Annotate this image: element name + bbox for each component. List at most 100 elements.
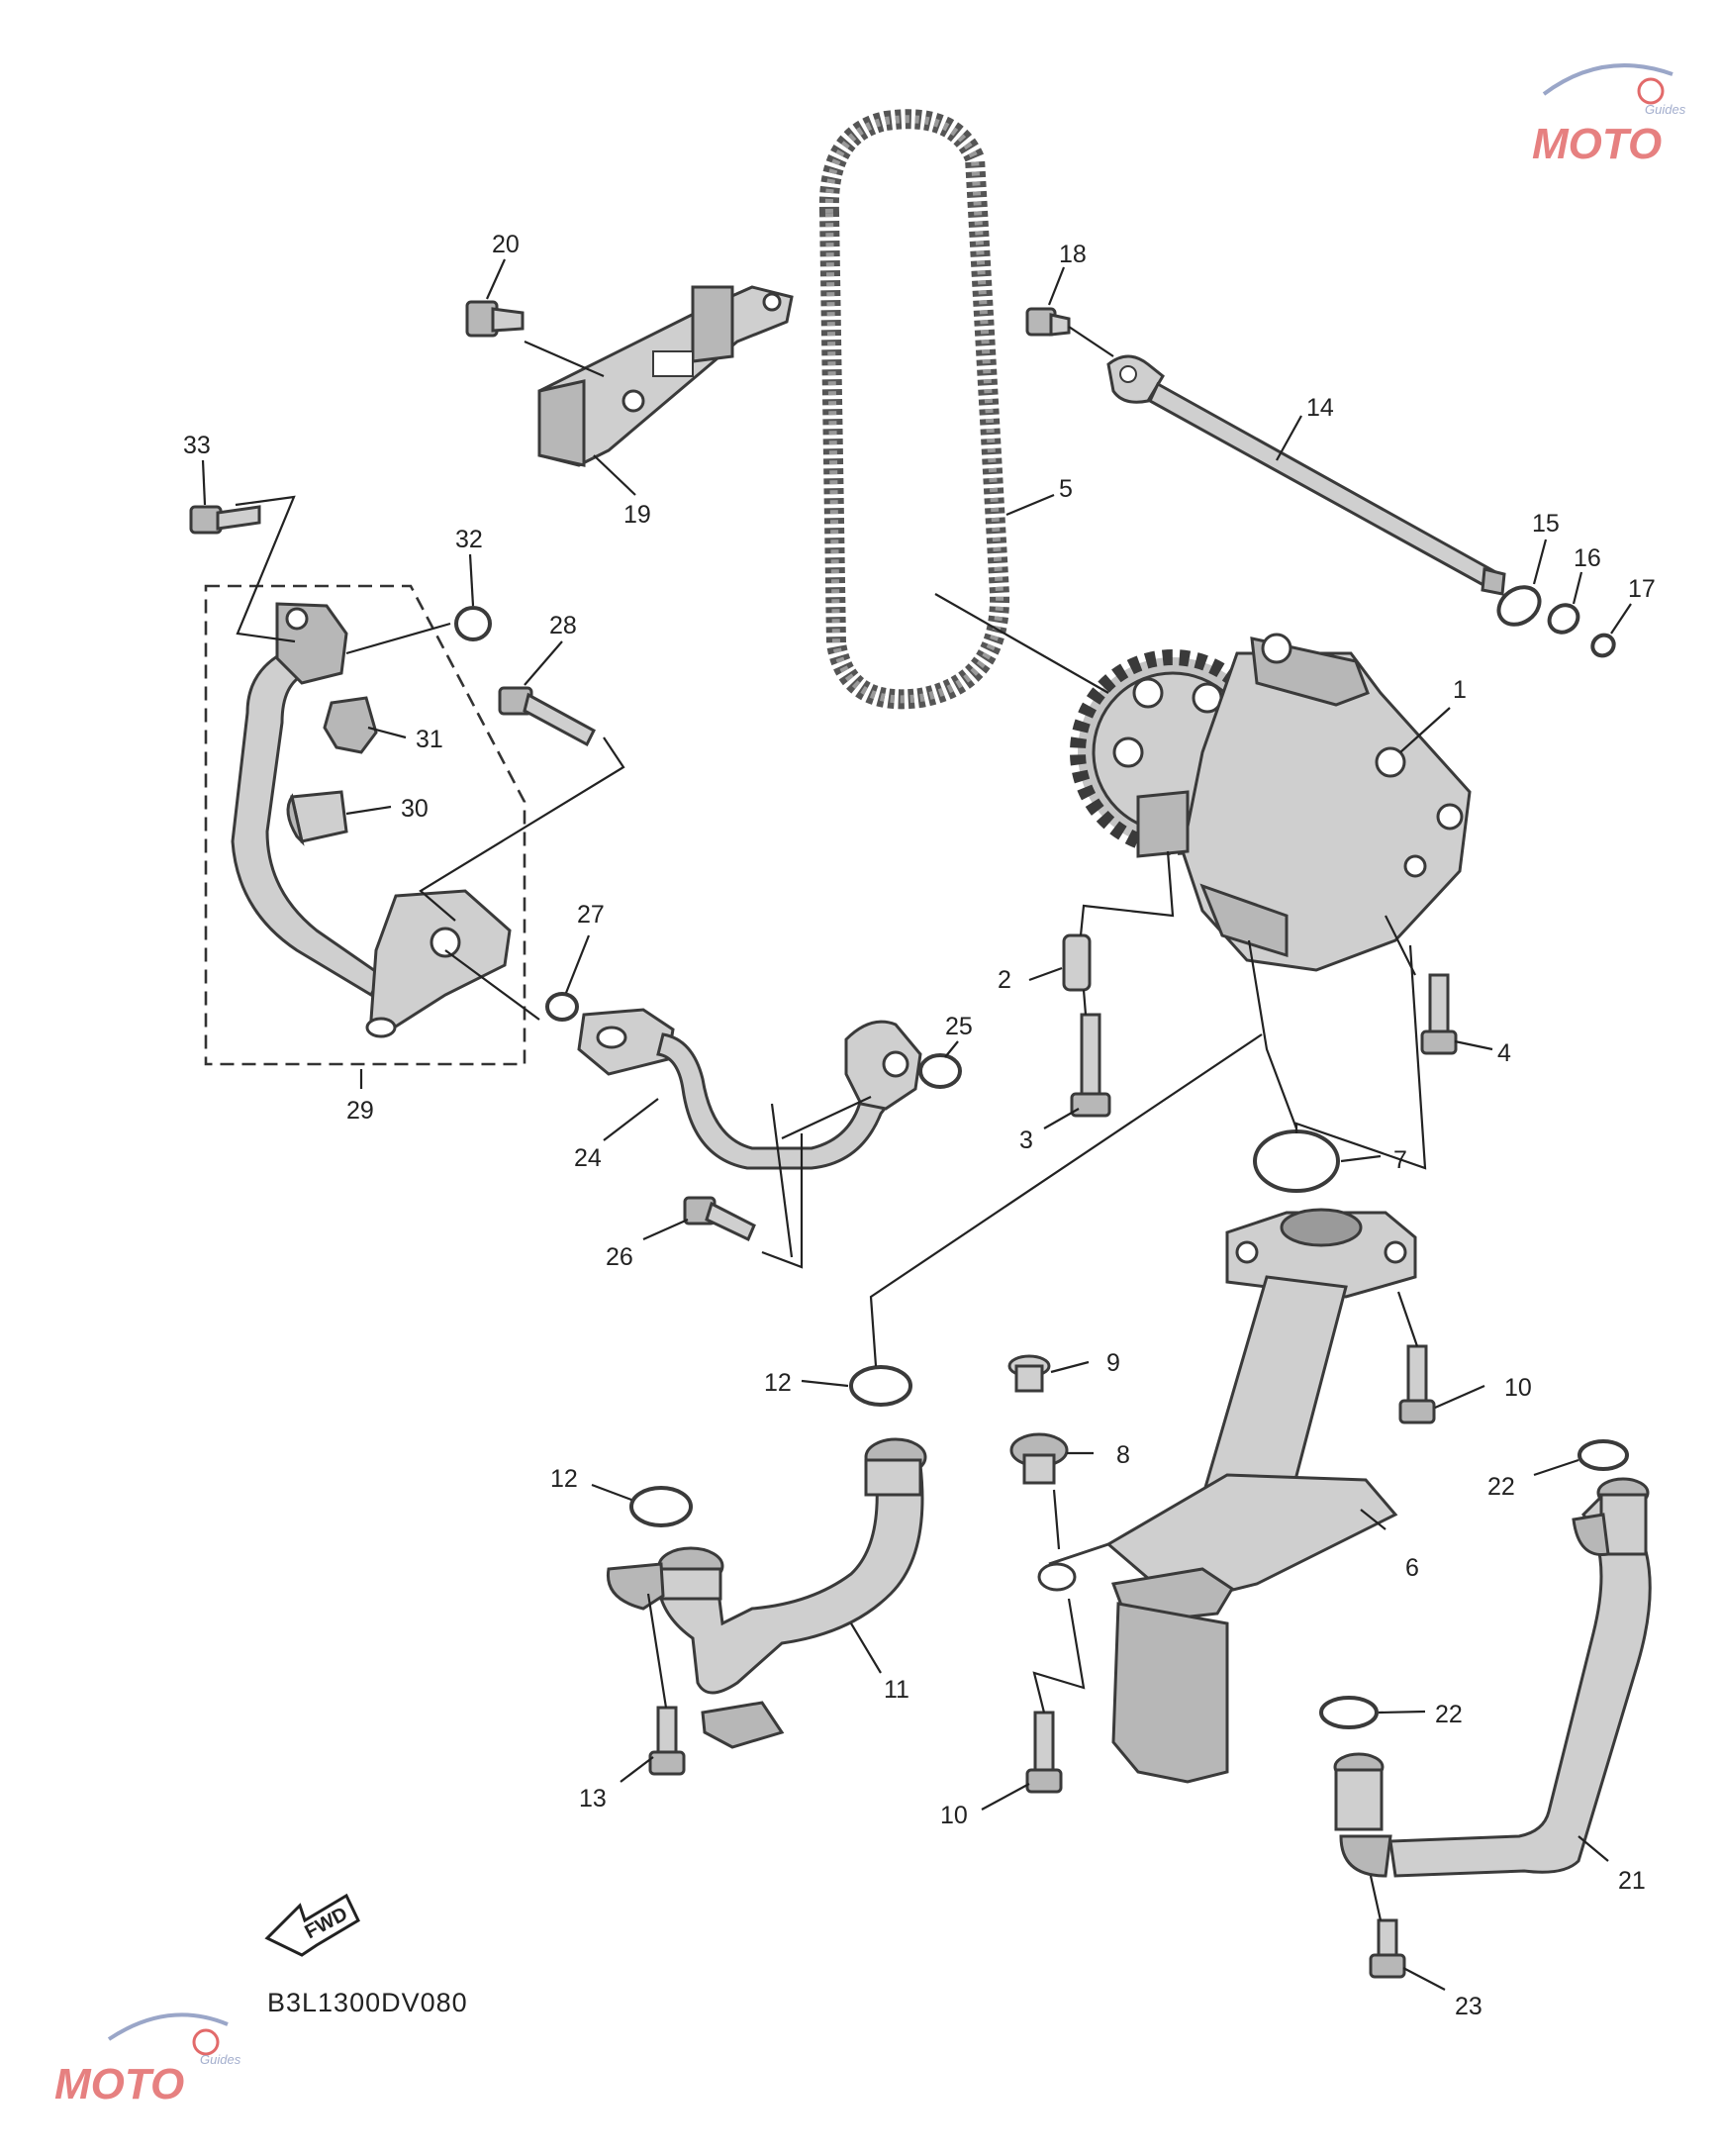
callout-12-upper: 12 (764, 1369, 849, 1397)
part-rings-25-27 (545, 992, 962, 1089)
part-bolt-10-upper (1398, 1344, 1436, 1424)
connector-lines (235, 326, 1427, 1921)
part-oil-strainer (1037, 1208, 1417, 1784)
callout-28: 28 (524, 612, 577, 686)
callout-22-upper: 22 (1487, 1458, 1579, 1501)
callout-24: 24 (574, 1098, 659, 1172)
callout-19: 19 (593, 454, 651, 529)
callout-17: 17 (1610, 575, 1656, 635)
part-dowel-2 (1062, 933, 1092, 992)
callout-10-right: 10 (1434, 1374, 1532, 1410)
callout-31: 31 (367, 726, 443, 753)
callout-5: 5 (1005, 475, 1073, 517)
callout-2: 2 (998, 966, 1063, 994)
part-bolt-23 (1369, 1918, 1406, 1979)
watermark-bottom-left: MOTO Guides (54, 2012, 241, 2108)
part-bolt-33 (189, 505, 261, 535)
callout-12-lower: 12 (550, 1465, 632, 1502)
part-ring-32 (454, 606, 492, 641)
callout-33: 33 (183, 432, 211, 506)
callout-label: 11 (884, 1676, 909, 1704)
callout-label: 23 (1455, 1993, 1482, 2020)
callout-7: 7 (1340, 1146, 1407, 1174)
callout-label: 24 (574, 1144, 602, 1172)
callout-8: 8 (1067, 1441, 1130, 1469)
part-bracket (537, 285, 794, 467)
watermark-brand-2: MOTO (54, 2060, 184, 2108)
callout-20: 20 (485, 231, 520, 300)
diagram-code: B3L1300DV080 (267, 1988, 468, 2017)
callout-label: 9 (1106, 1349, 1120, 1377)
callout-label: 18 (1059, 241, 1087, 268)
callout-30: 30 (345, 795, 429, 823)
part-clamp-30 (286, 790, 348, 846)
callout-3: 3 (1019, 1108, 1080, 1154)
part-drive-chain (818, 109, 1010, 710)
callout-label: 20 (492, 231, 520, 258)
callout-26: 26 (606, 1218, 689, 1271)
callout-label: 30 (401, 795, 429, 823)
callout-label: 8 (1116, 1441, 1130, 1469)
watermark-brand: MOTO (1532, 120, 1662, 168)
callout-21: 21 (1578, 1835, 1646, 1895)
callout-29: 29 (346, 1069, 374, 1125)
part-bolt-13 (648, 1706, 686, 1776)
part-damper-31 (323, 696, 378, 754)
part-bolt-20 (465, 300, 525, 338)
part-o-rings-12 (629, 1365, 912, 1527)
callout-label: 21 (1618, 1867, 1646, 1895)
callout-22-lower: 22 (1378, 1701, 1463, 1728)
part-oil-pipe-24 (577, 1008, 922, 1170)
callout-16: 16 (1572, 544, 1601, 605)
callout-label: 22 (1435, 1701, 1463, 1728)
part-oil-pipe-21 (1333, 1477, 1652, 1878)
callout-label: 14 (1306, 394, 1334, 422)
part-bolt-4 (1420, 973, 1458, 1055)
callout-label: 12 (550, 1465, 578, 1493)
callout-label: 19 (623, 501, 651, 529)
callout-label: 5 (1059, 475, 1073, 503)
callout-1: 1 (1399, 676, 1467, 753)
callout-11: 11 (850, 1622, 909, 1704)
callout-label: 12 (764, 1369, 792, 1397)
part-delivery-pipe (1106, 354, 1506, 596)
part-collar-8 (1009, 1432, 1069, 1485)
callout-15: 15 (1532, 510, 1560, 585)
callout-label: 22 (1487, 1473, 1515, 1501)
part-rings-15-17 (1496, 585, 1616, 658)
callout-label: 2 (998, 966, 1011, 994)
callout-25: 25 (944, 1013, 973, 1058)
watermark-top-right: MOTO Guides (1532, 63, 1686, 168)
part-bolt-28 (498, 686, 596, 747)
part-oil-pipe-11 (606, 1437, 927, 1749)
watermark-sub-2: Guides (200, 2052, 241, 2067)
part-o-ring-7 (1253, 1129, 1340, 1193)
callout-label: 4 (1497, 1039, 1511, 1067)
callout-label: 17 (1628, 575, 1656, 603)
callout-label: 13 (579, 1785, 607, 1813)
callout-label: 33 (183, 432, 211, 459)
callout-13: 13 (579, 1756, 654, 1813)
callout-label: 31 (416, 726, 443, 753)
watermark-sub: Guides (1645, 102, 1686, 117)
callout-label: 25 (945, 1013, 973, 1040)
callout-label: 29 (346, 1097, 374, 1125)
part-bolt-26 (683, 1196, 756, 1242)
callout-label: 6 (1405, 1554, 1419, 1582)
callout-label: 26 (606, 1243, 633, 1271)
callout-label: 16 (1574, 544, 1601, 572)
callout-label: 7 (1393, 1146, 1407, 1174)
callout-18: 18 (1047, 241, 1087, 306)
callout-32: 32 (455, 526, 483, 607)
part-oil-pipe-29 (231, 602, 512, 1038)
callout-label: 10 (1504, 1374, 1532, 1402)
callout-label: 1 (1453, 676, 1467, 704)
callout-6: 6 (1360, 1509, 1419, 1582)
callout-10-left: 10 (940, 1783, 1030, 1829)
fwd-arrow-icon: FWD (264, 1893, 360, 1957)
callout-27: 27 (564, 901, 605, 994)
part-bolt-18 (1025, 307, 1071, 337)
callout-14: 14 (1276, 394, 1334, 461)
callout-label: 3 (1019, 1127, 1033, 1154)
